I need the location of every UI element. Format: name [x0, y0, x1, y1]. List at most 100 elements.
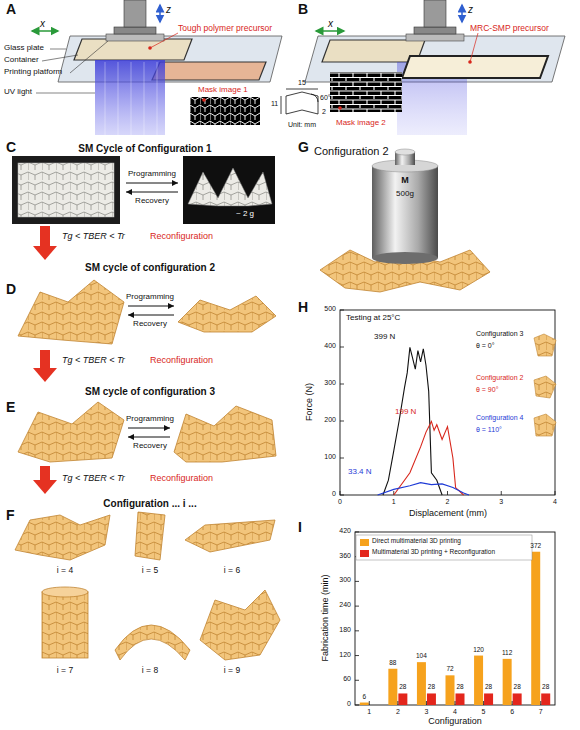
printer-setup-b [402, 56, 548, 78]
bar-value: 372 [530, 542, 541, 549]
time-bar [541, 693, 550, 705]
printer-setup-b [338, 106, 342, 110]
printer-setup-a [124, 0, 146, 27]
printer-setup-a [148, 46, 152, 50]
tick-label: 2 [396, 708, 400, 716]
unit-cell-dimension [281, 89, 318, 114]
tick-label: 5 [482, 708, 486, 716]
programming-recovery-arrows [128, 437, 170, 438]
shape-memory-photos [200, 590, 280, 660]
printer-setup-b [461, 5, 463, 22]
axis-tick [355, 581, 359, 582]
tick-label: 4 [553, 498, 557, 506]
weight-on-lattice [320, 250, 490, 292]
panel-letter: E [6, 400, 15, 415]
printer-setup-a [152, 62, 266, 80]
axis-tick [340, 495, 344, 496]
tick-label: 360 [339, 552, 351, 560]
printer-setup-a [105, 62, 157, 135]
dimension: 2 [322, 108, 326, 116]
weight-on-lattice [320, 149, 490, 292]
printer-setup-a [74, 39, 192, 60]
section-heading: SM cycle of configuration 3 [85, 386, 215, 397]
section-heading: Configuration ... i ... [103, 498, 196, 509]
series-label: Configuration 4 [476, 414, 523, 422]
time-bar [355, 532, 550, 705]
axis-label: x [40, 18, 45, 29]
step-label: Recovery [133, 442, 167, 451]
weight-mark: M [401, 176, 409, 186]
section-heading: SM Cycle of Configuration 1 [78, 143, 211, 154]
weight-on-lattice [372, 252, 438, 264]
printer-setup-a [42, 55, 78, 61]
printer-setup-a [95, 60, 165, 135]
tick-label: 4 [453, 708, 457, 716]
tick-label: 0 [332, 490, 336, 498]
tick-label: 240 [339, 601, 351, 609]
force-curve [378, 483, 469, 495]
printer-setup-b [424, 0, 446, 27]
axis-tick [455, 701, 456, 705]
axis-label: x [328, 18, 333, 29]
printer-setup-a [106, 34, 164, 41]
configuration-index: i = 8 [142, 666, 158, 675]
time-bar [456, 693, 465, 705]
shape-memory-photos [15, 515, 110, 560]
axis-title: Fabrication time (min) [321, 574, 331, 661]
weight-mark: 500g [396, 190, 414, 199]
time-bar [427, 693, 436, 705]
tick-label: 7 [539, 708, 543, 716]
tick-label: 1 [392, 498, 396, 506]
unit-cell-dimension [311, 94, 318, 102]
axis-tick [397, 701, 398, 705]
programming-recovery-arrows [128, 306, 174, 307]
force-curve [378, 347, 469, 495]
section-heading: Configuration 2 [314, 145, 389, 157]
step-label: Reconfiguration [150, 232, 213, 242]
part-label: UV light [4, 88, 32, 97]
bar-value: 120 [473, 646, 484, 653]
bar-value: 112 [502, 649, 512, 656]
time-bar [474, 656, 483, 705]
step-label: Programming [126, 415, 174, 424]
time-bar [503, 659, 512, 705]
part-label: Glass plate [4, 44, 44, 53]
tick-label: 0 [347, 700, 351, 708]
axis-tick [340, 347, 344, 348]
axis-tick [555, 491, 556, 495]
step-label: Reconfiguration [150, 356, 213, 366]
configuration-index: i = 9 [224, 666, 240, 675]
step-label: Recovery [133, 320, 167, 329]
axis-tick [426, 701, 427, 705]
printer-setup-a [114, 27, 156, 34]
programming-recovery-arrows [126, 183, 178, 184]
shape-memory-photos [188, 168, 272, 206]
bar-value: 28 [514, 683, 521, 690]
step-label: Reconfiguration [150, 474, 213, 484]
force-curve [383, 347, 442, 495]
axis-tick [501, 491, 502, 495]
printer-setup-a [118, 62, 119, 135]
printer-setup-a [32, 30, 58, 32]
mass-label: ~ 2 g [236, 210, 254, 219]
series-label: Configuration 3 [476, 330, 523, 338]
shape-memory-photos [12, 156, 280, 660]
time-bar [446, 675, 455, 705]
axis-label: z [166, 4, 171, 15]
bar-value: 72 [446, 665, 453, 672]
force-plot [534, 414, 556, 436]
printer-setup-a [36, 93, 95, 94]
legend-text: Direct multimaterial 3D printing [372, 537, 461, 544]
printer-setup-a [50, 49, 66, 50]
series-label: θ = 110° [476, 426, 502, 434]
tick-label: 200 [324, 416, 336, 424]
axis-tick [512, 701, 513, 705]
time-bar [398, 693, 407, 705]
part-label: Printing platform [4, 68, 62, 77]
weight-on-lattice [372, 166, 438, 258]
axis-title: Configuration [428, 717, 482, 727]
tick-label: 6 [510, 708, 514, 716]
time-bar-chart [356, 535, 532, 560]
axis-tick [355, 606, 359, 607]
